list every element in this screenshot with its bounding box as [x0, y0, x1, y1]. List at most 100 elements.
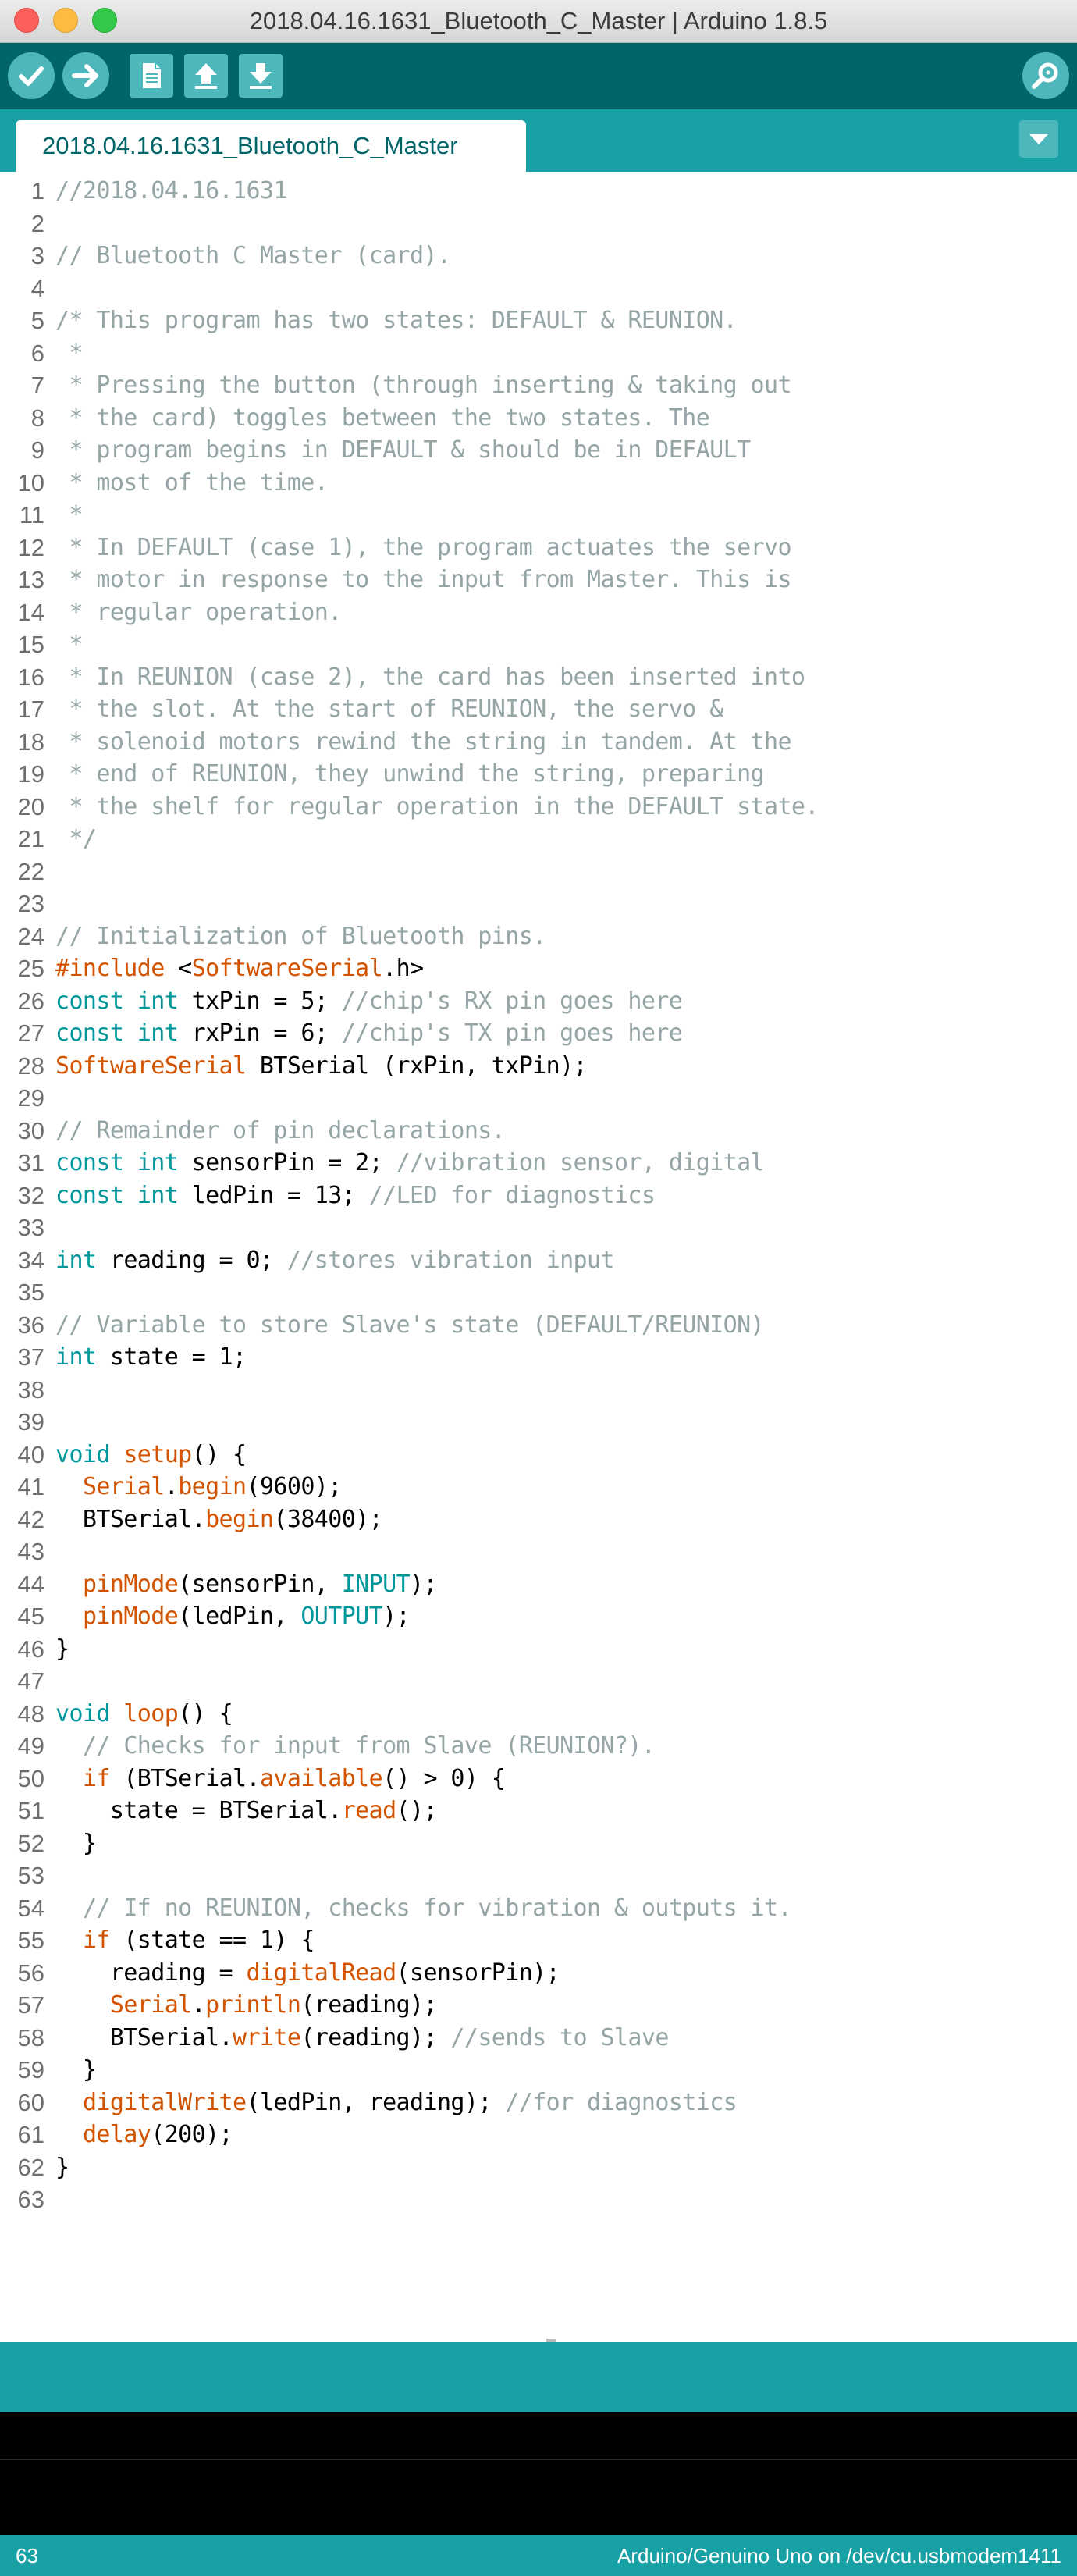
code-text: reading = digitalRead(sensorPin);: [55, 1959, 560, 1987]
line-number: 20: [17, 792, 44, 820]
code-text: const int txPin = 5; //chip's RX pin goe…: [55, 987, 683, 1015]
line-number: 18: [17, 728, 44, 756]
window-title: 2018.04.16.1631_Bluetooth_C_Master | Ard…: [249, 7, 828, 34]
line-number: 49: [17, 1732, 44, 1759]
line-number: 14: [17, 598, 44, 626]
open-sketch-button[interactable]: [184, 54, 228, 98]
line-number: 15: [17, 631, 44, 658]
line-number: 52: [17, 1829, 44, 1857]
code-text: const int rxPin = 6; //chip's TX pin goe…: [55, 1019, 683, 1047]
line-number-gutter: [0, 172, 47, 2342]
line-number: 48: [17, 1699, 44, 1727]
line-number: 47: [17, 1667, 44, 1695]
code-text: }: [55, 2153, 69, 2181]
line-number: 17: [17, 696, 44, 723]
line-number: 62: [17, 2153, 44, 2181]
tab-sketch[interactable]: 2018.04.16.1631_Bluetooth_C_Master: [16, 120, 526, 172]
code-text: // Bluetooth C Master (card).: [55, 242, 451, 269]
code-text: int state = 1;: [55, 1343, 247, 1371]
line-number: 2: [30, 209, 44, 237]
code-text: Serial.begin(9600);: [82, 1473, 342, 1500]
code-text: * most of the time.: [55, 468, 329, 496]
line-number: 38: [17, 1375, 44, 1404]
toolbar: [0, 43, 1077, 109]
line-number: 10: [17, 468, 44, 496]
code-text: * solenoid motors rewind the string in t…: [55, 728, 791, 756]
code-text: BTSerial.begin(38400);: [55, 1505, 383, 1533]
line-number: 40: [17, 1440, 44, 1468]
code-text: // Variable to store Slave's state (DEFA…: [55, 1311, 765, 1339]
code-text: if (state == 1) {: [82, 1927, 315, 1954]
line-number: 3: [30, 242, 44, 269]
line-number: 59: [17, 2056, 44, 2083]
code-text: BTSerial.write(reading); //sends to Slav…: [55, 2023, 670, 2051]
status-line-number: 63: [16, 2544, 38, 2567]
upload-button[interactable]: [62, 52, 109, 99]
code-text: // Checks for input from Slave (REUNION?…: [82, 1732, 656, 1759]
line-number: 24: [17, 922, 44, 950]
tab-bar: 2018.04.16.1631_Bluetooth_C_Master: [0, 109, 1077, 172]
maximize-window-button[interactable]: [92, 8, 117, 33]
tab-menu-button[interactable]: [1019, 120, 1058, 158]
code-text: const int sensorPin = 2; //vibration sen…: [55, 1149, 765, 1176]
code-text: * regular operation.: [55, 598, 342, 626]
code-text: */: [55, 825, 97, 852]
console-separator: [0, 2459, 1077, 2460]
minimize-window-button[interactable]: [53, 8, 78, 33]
line-number: 50: [17, 1764, 44, 1792]
verify-icon: [19, 66, 44, 86]
line-number: 57: [17, 1991, 44, 2019]
line-number: 53: [17, 1862, 44, 1889]
verify-button[interactable]: [8, 52, 55, 99]
code-text: * In REUNION (case 2), the card has been…: [55, 663, 805, 691]
message-area: [0, 2342, 1077, 2412]
line-number: 39: [17, 1408, 44, 1436]
line-number: 27: [17, 1019, 44, 1047]
line-number: 23: [17, 890, 44, 917]
code-text: * motor in response to the input from Ma…: [55, 566, 791, 593]
code-text: pinMode(ledPin, OUTPUT);: [82, 1603, 411, 1630]
open-icon: [195, 63, 217, 89]
split-divider-handle[interactable]: [546, 2339, 556, 2342]
code-text: *: [55, 501, 83, 528]
status-board-port: Arduino/Genuino Uno on /dev/cu.usbmodem1…: [617, 2544, 1061, 2567]
serial-monitor-button[interactable]: [1022, 52, 1069, 99]
line-number: 55: [17, 1927, 44, 1954]
line-number: 21: [17, 825, 44, 852]
code-text: delay(200);: [82, 2121, 233, 2148]
new-sketch-button[interactable]: [130, 54, 173, 98]
line-number: 61: [17, 2121, 44, 2148]
line-number: 5: [30, 307, 44, 334]
line-number: 11: [19, 501, 44, 528]
line-number: 7: [30, 372, 44, 399]
code-text: /* This program has two states: DEFAULT …: [55, 307, 738, 334]
code-text: state = BTSerial.read();: [55, 1797, 438, 1824]
code-text: }: [55, 1829, 97, 1857]
console-output: [0, 2412, 1077, 2535]
line-number: 58: [17, 2023, 44, 2051]
line-number: 29: [17, 1084, 44, 1112]
code-text: }: [55, 1635, 69, 1663]
line-number: 54: [17, 1894, 44, 1922]
code-text: // Initialization of Bluetooth pins.: [55, 922, 546, 950]
tab-label: 2018.04.16.1631_Bluetooth_C_Master: [42, 132, 458, 159]
line-number: 41: [17, 1473, 44, 1500]
line-number: 51: [17, 1797, 44, 1824]
code-text: #include <SoftwareSerial.h>: [55, 955, 424, 982]
code-text: void setup() {: [55, 1440, 247, 1468]
line-number: 60: [17, 2088, 44, 2116]
code-text: * end of REUNION, they unwind the string…: [55, 760, 764, 788]
serial-monitor-icon: [1032, 62, 1058, 89]
close-window-button[interactable]: [14, 8, 39, 33]
code-text: //2018.04.16.1631: [55, 177, 287, 205]
line-number: 1: [30, 177, 44, 205]
code-text: int reading = 0; //stores vibration inpu…: [55, 1246, 615, 1274]
code-text: *: [55, 339, 83, 367]
line-number: 26: [17, 987, 44, 1015]
line-number: 34: [17, 1246, 44, 1274]
save-sketch-button[interactable]: [239, 54, 283, 98]
save-icon: [250, 63, 272, 89]
line-number: 31: [17, 1149, 44, 1176]
